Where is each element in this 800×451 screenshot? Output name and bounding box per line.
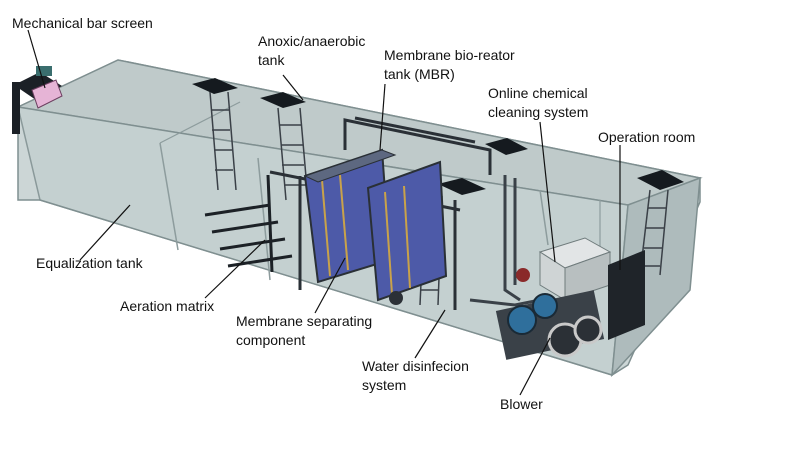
pipework [469, 175, 541, 307]
label-disinfection-line2: system [362, 377, 407, 393]
aeration-matrix-pipes [204, 174, 293, 273]
label-mbr-tank: Membrane bio-reator tank (MBR) [384, 46, 515, 84]
pump [389, 291, 403, 305]
label-membrane-line1: Membrane separating [236, 313, 373, 329]
label-online-chemical-cleaning: Online chemical cleaning system [488, 84, 588, 122]
label-blower: Blower [500, 396, 543, 412]
label-membrane-separating-component: Membrane separating component [236, 312, 372, 350]
operation-room-box [608, 250, 645, 340]
mbr-frame [269, 116, 492, 310]
leader-lines [27, 29, 621, 396]
blower-units [495, 268, 605, 360]
label-anoxic-tank-line2: tank [258, 52, 285, 68]
label-mechanical-bar-screen: Mechanical bar screen [12, 15, 153, 31]
label-anoxic-tank: Anoxic/anaerobic tank [258, 32, 365, 70]
label-online-chemical-cleaning-line1: Online chemical [488, 85, 588, 101]
label-equalization-tank: Equalization tank [36, 255, 143, 271]
membrane-modules [303, 148, 448, 302]
label-operation-room: Operation room [598, 129, 696, 145]
label-mbr-tank-line2: tank (MBR) [384, 66, 455, 82]
label-aeration-matrix: Aeration matrix [120, 298, 215, 314]
top-hatches [192, 78, 684, 195]
label-online-chemical-cleaning-line2: cleaning system [488, 104, 589, 120]
mechanical-bar-screen-unit [12, 66, 63, 134]
label-membrane-line2: component [236, 332, 306, 348]
chemical-cleaning-unit [538, 237, 612, 301]
label-anoxic-tank-line1: Anoxic/anaerobic [258, 33, 366, 49]
label-disinfection-line1: Water disinfecion [362, 358, 469, 374]
label-water-disinfection-system: Water disinfecion system [362, 357, 469, 395]
label-mbr-tank-line1: Membrane bio-reator [384, 47, 515, 63]
